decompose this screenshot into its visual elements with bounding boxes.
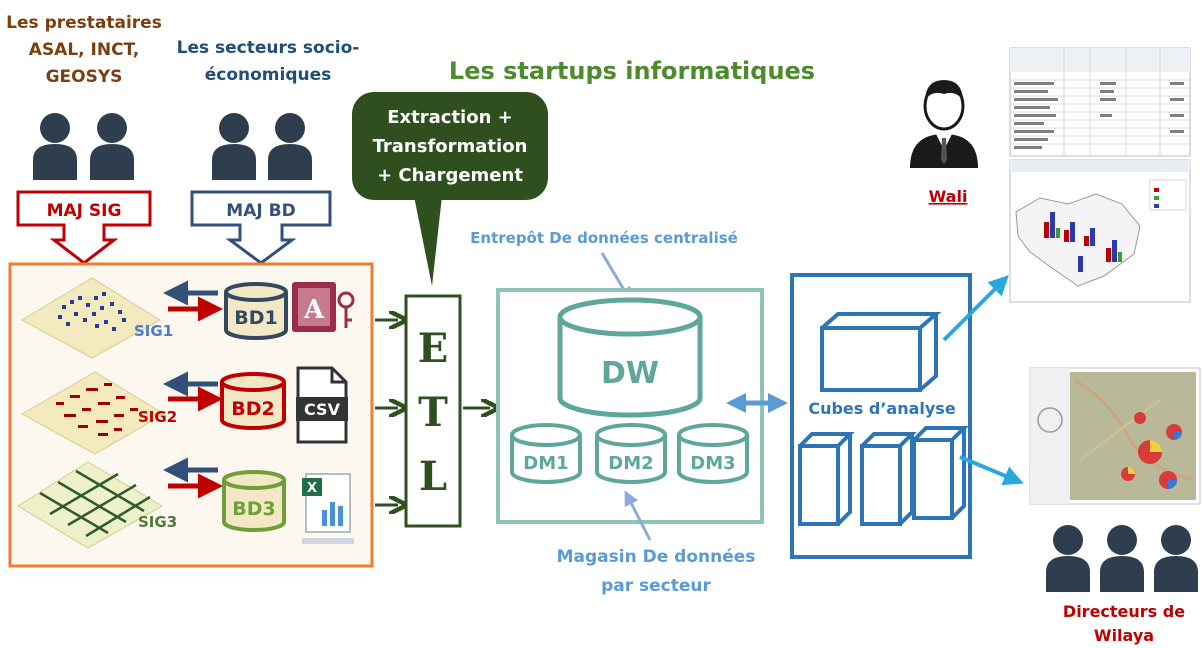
directors-report-thumbnail — [1029, 367, 1201, 505]
providers-label: Les prestataires ASAL, INCT, GEOSYS — [6, 13, 162, 87]
dm3-label: DM3 — [690, 453, 735, 474]
etl-bubble-line2: Transformation — [373, 136, 528, 157]
sig2-map — [20, 371, 165, 455]
sig-bd-arrows — [163, 280, 223, 499]
dm3-cylinder: DM3 — [677, 423, 749, 484]
report-table-thumbnail — [1009, 47, 1191, 157]
analysis-cube-small-1 — [798, 432, 855, 526]
sectors-label-line2: économiques — [205, 65, 332, 85]
maj-bd-callout: MAJ BD — [190, 190, 332, 265]
bd1-label: BD1 — [234, 307, 277, 329]
dm1-label: DM1 — [523, 453, 568, 474]
sig1-label: SIG1 — [134, 322, 173, 340]
cube-to-directors-report-arrow — [959, 455, 1024, 486]
etl-bubble-line1: Extraction + — [387, 107, 513, 128]
sig1-map — [20, 277, 161, 359]
etl-box: E T L — [404, 294, 462, 528]
wali-label: Wali — [929, 187, 968, 206]
directors-people-icon — [1046, 525, 1198, 592]
maj-bd-label: MAJ BD — [226, 201, 295, 221]
sectors-label: Les secteurs socio- économiques — [177, 38, 360, 85]
bd3-label: BD3 — [232, 498, 275, 520]
bd1-database: BD1 — [224, 282, 288, 340]
providers-people-icon — [33, 113, 134, 180]
dw-cylinder: DW — [557, 297, 703, 418]
sig3-map — [17, 461, 163, 549]
directeurs-label-line1: Directeurs de — [1063, 602, 1185, 621]
entrepot-label: Entrepôt De données centralisé — [470, 229, 738, 247]
providers-label-line3: GEOSYS — [46, 67, 123, 87]
maj-sig-callout: MAJ SIG — [16, 190, 152, 265]
dw-label: DW — [601, 356, 659, 391]
analysis-cube-large — [820, 312, 942, 392]
csv-file-icon: CSV — [296, 366, 348, 444]
wali-avatar-icon — [910, 80, 978, 168]
dm2-label: DM2 — [608, 453, 653, 474]
bd3-database: BD3 — [222, 470, 286, 532]
analysis-cube-small-3 — [912, 426, 969, 520]
access-database-icon: A — [292, 282, 355, 332]
svg-text:X: X — [307, 481, 317, 496]
etl-callout-bubble: Extraction + Transformation + Chargement — [352, 92, 548, 286]
sectors-people-icon — [212, 113, 312, 180]
magasin-label-line2: par secteur — [601, 576, 711, 596]
csv-icon-label: CSV — [304, 400, 341, 419]
etl-bubble-line3: + Chargement — [377, 165, 523, 186]
etl-letter-t: T — [418, 389, 448, 436]
sig3-label: SIG3 — [138, 513, 177, 531]
cubes-frame — [790, 273, 972, 559]
bd2-database: BD2 — [220, 372, 286, 430]
bd2-label: BD2 — [231, 398, 274, 420]
directeurs-label-line2: Wilaya — [1094, 626, 1154, 645]
providers-label-line2: ASAL, INCT, — [29, 40, 139, 60]
sectors-label-line1: Les secteurs socio- — [177, 38, 360, 58]
sources-to-etl-arrows — [375, 320, 398, 505]
magasin-arrow — [624, 490, 652, 541]
magasin-label-line1: Magasin De données — [557, 547, 756, 567]
cube-to-wali-report-arrow — [942, 275, 1009, 342]
svg-text:A: A — [303, 295, 325, 325]
cubes-label: Cubes d’analyse — [808, 399, 955, 418]
etl-letter-l: L — [419, 453, 447, 500]
dm2-cylinder: DM2 — [595, 423, 667, 484]
report-map-thumbnail — [1009, 159, 1191, 303]
maj-sig-label: MAJ SIG — [47, 201, 122, 221]
providers-label-line1: Les prestataires — [6, 13, 162, 33]
excel-spreadsheet-icon: X — [302, 473, 354, 544]
startups-title: Les startups informatiques — [449, 57, 815, 85]
sig2-label: SIG2 — [138, 408, 177, 426]
dm1-cylinder: DM1 — [510, 423, 582, 484]
etl-letter-e: E — [418, 325, 449, 372]
